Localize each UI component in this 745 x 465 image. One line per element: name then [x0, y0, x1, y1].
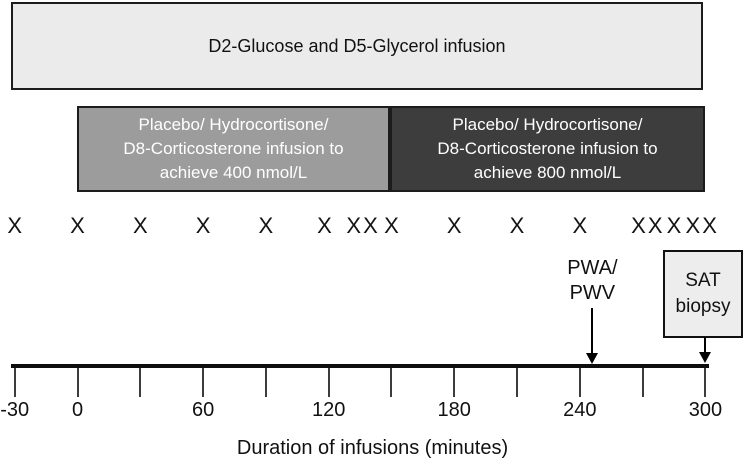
- glucose-glycerol-infusion-label: D2-Glucose and D5-Glycerol infusion: [208, 35, 506, 56]
- sample-x-mark: X: [631, 213, 646, 238]
- axis-tick-label: 300: [688, 399, 723, 421]
- axis-tick: [139, 368, 142, 397]
- sat-biopsy-line2: biopsy: [675, 296, 731, 317]
- axis-tick: [578, 368, 581, 397]
- sample-x-mark: X: [384, 213, 399, 238]
- sat-arrow-shaft: [704, 337, 707, 352]
- axis-tick-label: 0: [71, 399, 84, 421]
- axis-tick: [390, 368, 393, 397]
- pwa-arrow-shaft: [591, 308, 594, 353]
- axis-tick: [76, 368, 79, 397]
- sample-x-mark: X: [363, 213, 378, 238]
- axis-tick-label: 240: [563, 399, 597, 421]
- sample-x-mark: X: [702, 213, 717, 238]
- pwa-label-line2: PWV: [569, 282, 616, 304]
- sample-x-mark: X: [685, 213, 701, 238]
- axis-tick: [516, 368, 519, 397]
- phase-400-line1: Placebo/ Hydrocortisone/: [138, 115, 329, 134]
- phase-box-800nmol: Placebo/ Hydrocortisone/ D8-Corticostero…: [390, 106, 705, 192]
- axis-tick: [704, 368, 707, 397]
- axis-tick: [327, 368, 330, 397]
- phase-800-line2: D8-Corticosterone infusion to: [437, 139, 658, 158]
- sample-x-mark: X: [317, 213, 332, 238]
- sat-arrowhead-icon: [699, 352, 712, 363]
- glucose-glycerol-infusion-box: D2-Glucose and D5-Glycerol infusion: [11, 2, 703, 90]
- axis-title: Duration of infusions (minutes): [236, 437, 509, 459]
- sample-x-mark: X: [572, 213, 588, 238]
- sample-x-mark: X: [346, 213, 362, 238]
- axis-tick: [13, 368, 16, 397]
- pwa-label-line1: PWA/: [567, 257, 618, 279]
- sample-x-mark: X: [132, 213, 148, 238]
- sat-biopsy-line1: SAT: [685, 270, 721, 291]
- axis-tick-label: 60: [191, 399, 215, 421]
- pwa-pwv-arrow: [586, 308, 599, 364]
- pwa-arrowhead-icon: [586, 353, 599, 364]
- sample-x-mark: X: [647, 213, 663, 238]
- axis-tick-label: -30: [0, 399, 30, 421]
- axis-tick: [264, 368, 267, 397]
- axis-tick: [641, 368, 644, 397]
- axis-tick: [202, 368, 205, 397]
- sat-biopsy-box: SAT biopsy: [663, 250, 743, 338]
- phase-box-400nmol: Placebo/ Hydrocortisone/ D8-Corticostero…: [77, 106, 390, 192]
- phase-400-line2: D8-Corticosterone infusion to: [123, 139, 344, 158]
- timeline-axis: [11, 364, 709, 368]
- phase-400-line3: achieve 400 nmol/L: [159, 163, 308, 182]
- sample-x-mark: X: [509, 213, 525, 238]
- sample-x-mark: X: [195, 213, 211, 238]
- axis-tick-label: 180: [437, 399, 471, 421]
- phase-800-line1: Placebo/ Hydrocortisone/: [452, 115, 643, 134]
- sample-x-mark: X: [7, 213, 23, 238]
- phase-800-line3: achieve 800 nmol/L: [473, 163, 622, 182]
- axis-tick-label: 120: [311, 399, 346, 421]
- sat-biopsy-arrow: [699, 337, 712, 363]
- sample-x-mark: X: [446, 213, 462, 238]
- sample-x-mark: X: [666, 213, 682, 238]
- sample-x-mark: X: [70, 213, 85, 238]
- axis-tick: [453, 368, 456, 397]
- sample-x-mark: X: [258, 213, 274, 238]
- pwa-pwv-label: PWA/ PWV: [567, 256, 617, 306]
